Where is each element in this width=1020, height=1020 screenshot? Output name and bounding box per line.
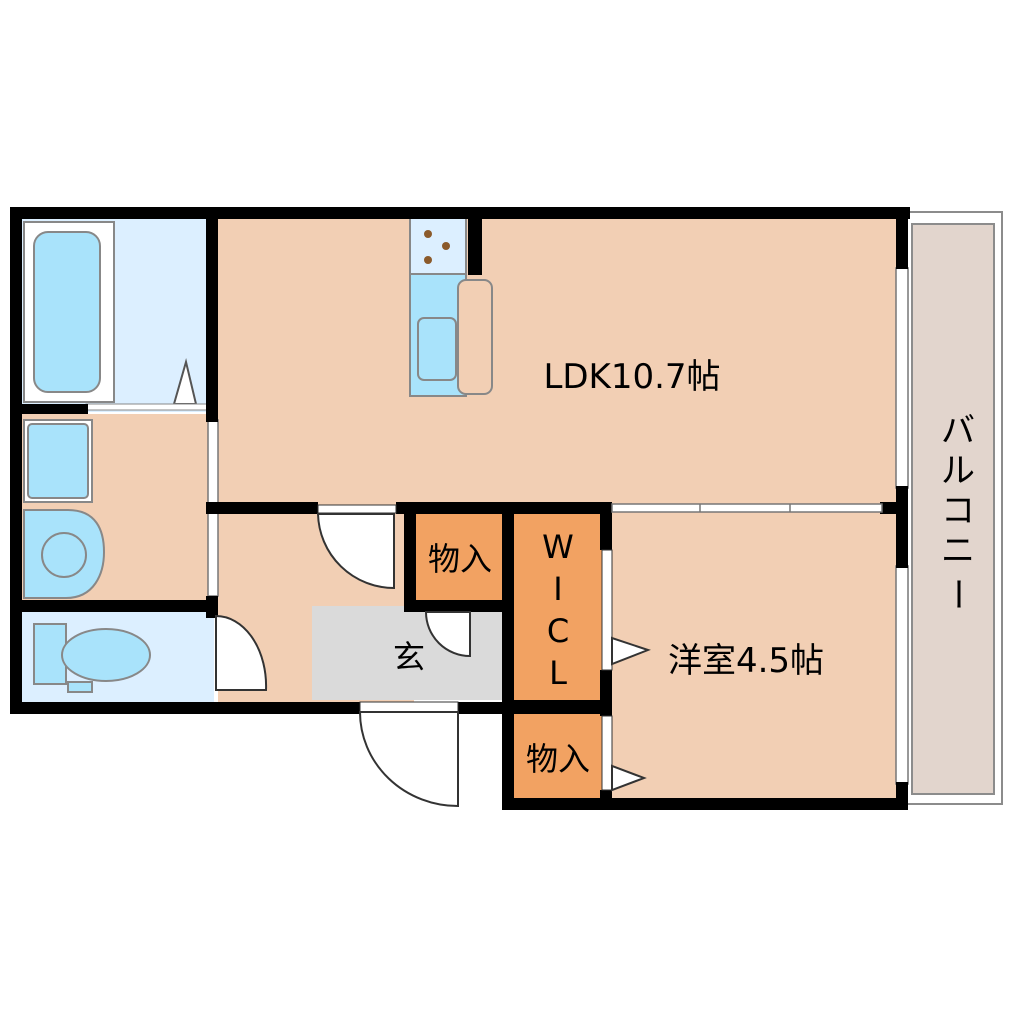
bathtub (23, 221, 198, 405)
western-room-label: 洋室4.5帖 (668, 641, 824, 681)
entrance-door[interactable] (358, 701, 459, 808)
wic-label-char: L (549, 654, 567, 692)
wic-label-char: W (542, 528, 574, 566)
ldk-door[interactable] (316, 504, 397, 590)
balcony-label-char: ル (941, 451, 975, 491)
storage-2-floor (512, 712, 604, 804)
balcony-label: バ ル コ ニ ー (937, 411, 977, 611)
washing-machine (23, 509, 106, 599)
storage-2-door[interactable] (601, 715, 647, 792)
storage-2-label: 物入 (526, 740, 590, 778)
doors[interactable] (215, 504, 651, 808)
wic-label-char: I (553, 570, 562, 608)
balcony-label-char: コ (941, 491, 975, 531)
western-room-floor (606, 512, 904, 804)
walls (10, 207, 910, 810)
ldk-label: LDK10.7帖 (543, 357, 720, 397)
balcony-label-char: バ (941, 411, 975, 451)
washbasin (23, 419, 93, 503)
counter (457, 279, 493, 395)
sliding-door[interactable] (611, 503, 883, 513)
bath-door-line (85, 403, 215, 411)
stove-burner (442, 242, 450, 250)
stove-burner (424, 230, 432, 238)
storage-door[interactable] (424, 611, 471, 658)
toilet-fixture (33, 623, 151, 693)
wic-door[interactable] (601, 549, 651, 671)
wic-floor (512, 512, 604, 702)
storage-1-label: 物入 (428, 540, 492, 578)
stove-burner (424, 256, 432, 264)
kitchen-sink (417, 317, 457, 381)
balcony-label-char: ニ (941, 531, 975, 571)
toilet-door[interactable] (215, 614, 268, 691)
balcony-label-char: ー (937, 577, 977, 611)
ldk-floor (218, 216, 906, 506)
kitchen (409, 217, 493, 397)
entrance-label: 玄 (393, 638, 425, 676)
balcony (905, 211, 1003, 805)
wic-label: W I C L (542, 528, 574, 692)
entrance-floor (312, 606, 506, 700)
storage-1-floor (414, 512, 506, 602)
wic-label-char: C (547, 612, 569, 650)
